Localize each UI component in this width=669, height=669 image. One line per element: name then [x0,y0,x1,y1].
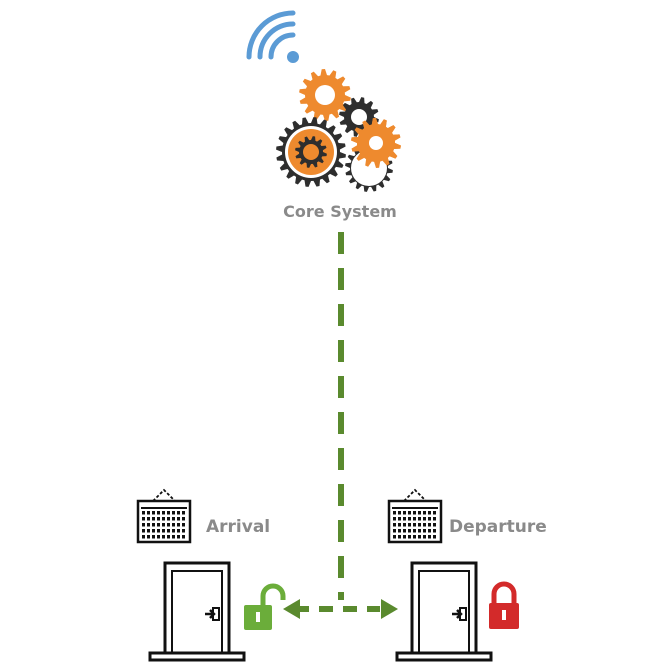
gear-bottom-right-outline [345,118,401,192]
arrival-board-icon [136,488,192,544]
connector-line [295,232,380,612]
unlocked-padlock-icon [244,583,286,630]
locked-padlock-icon [489,581,519,629]
arrival-door-icon [148,561,246,662]
gears-icon [276,69,401,192]
gear-large-dark [276,117,346,187]
arrow-right [381,599,398,619]
departure-door-icon [395,561,493,662]
arrival-label: Arrival [206,517,270,537]
wifi-icon [246,10,299,63]
departure-board-icon [387,488,443,544]
departure-label: Departure [449,517,547,537]
core-system-label: Core System [283,202,397,221]
gear-top-orange [299,69,351,121]
arrow-left [283,599,300,619]
